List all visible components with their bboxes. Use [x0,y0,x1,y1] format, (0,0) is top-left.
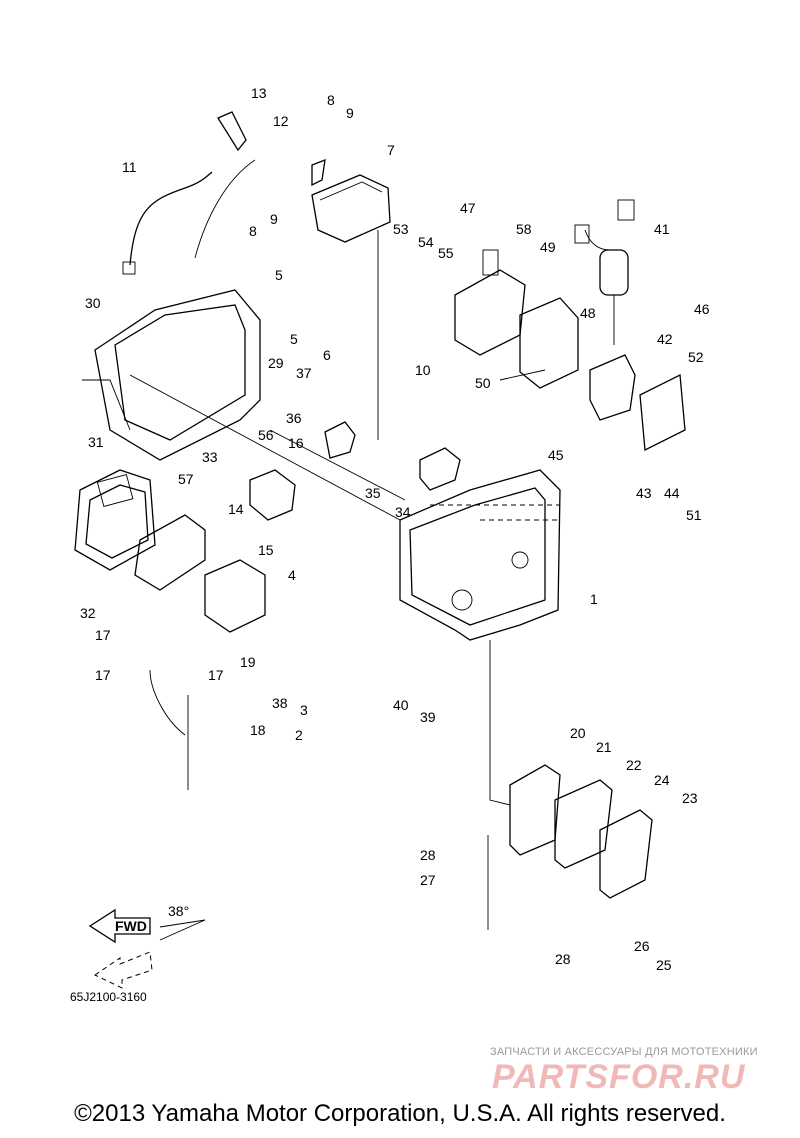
watermark-logo: PARTSFOR.RU [492,1058,746,1096]
part-34-sensor [419,447,461,491]
callout-24: 24 [654,772,670,788]
callout-11: 11 [122,159,137,175]
callout-1: 1 [590,591,598,607]
callout-17c: 17 [208,667,224,683]
callout-29: 29 [268,355,284,371]
callout-5b: 5 [290,331,298,347]
callout-33: 33 [202,449,218,465]
part-1-bracket [399,469,561,641]
callout-53: 53 [393,221,409,237]
callouts: 1 2 3 4 5 5 6 7 8 8 9 9 10 11 12 13 14 1… [80,85,710,973]
callout-30: 30 [85,295,101,311]
callout-31: 31 [88,434,104,450]
part-42-bracket [589,354,636,421]
document-code: 65J2100-3160 [70,990,147,1004]
callout-13: 13 [251,85,267,101]
callout-27: 27 [420,872,436,888]
part-36-sensor [324,421,356,459]
part-41-ignition-coil [574,199,635,345]
angle-label: 38° [168,903,189,919]
part-29-bracket [82,289,261,461]
callout-22: 22 [626,757,642,773]
callout-19: 19 [240,654,256,670]
callout-45: 45 [548,447,564,463]
callout-21: 21 [596,739,612,755]
fwd-indicator: FWD 38° [88,903,206,989]
callout-48: 48 [580,305,596,321]
callout-8a: 8 [327,92,335,108]
part-20-22-cdi [489,640,653,899]
callout-26: 26 [634,938,650,954]
callout-46: 46 [694,301,710,317]
callout-8b: 8 [249,223,257,239]
callout-41: 41 [654,221,670,237]
callout-37: 37 [296,365,312,381]
copyright-footer: ©2013 Yamaha Motor Corporation, U.S.A. A… [74,1100,726,1127]
callout-44: 44 [664,485,680,501]
watermark-tagline: ЗАПЧАСТИ И АКСЕССУАРЫ ДЛЯ МОТОТЕХНИКИ [490,1046,758,1058]
fwd-label: FWD [115,918,147,934]
callout-20: 20 [570,725,586,741]
callout-15: 15 [258,542,274,558]
callout-9a: 9 [346,105,354,121]
callout-34: 34 [395,504,411,520]
callout-55: 55 [438,245,454,261]
part-14-relay [249,469,296,521]
callout-38: 38 [272,695,288,711]
callout-17a: 17 [95,627,111,643]
callout-5a: 5 [275,267,283,283]
callout-2: 2 [295,727,303,743]
callout-28b: 28 [555,951,571,967]
part-11-cable [122,171,213,275]
callout-17b: 17 [95,667,111,683]
part-52-plate [639,373,686,452]
part-13-elbow [194,111,256,259]
callout-43: 43 [636,485,652,501]
leader-lines [129,230,560,930]
part-48-50-shield [499,297,579,389]
callout-56: 56 [258,427,274,443]
callout-54: 54 [418,234,434,250]
callout-42: 42 [657,331,673,347]
part-19-relay [204,559,266,633]
callout-4: 4 [288,567,296,583]
callout-10: 10 [415,362,431,378]
callout-9b: 9 [270,211,278,227]
callout-49: 49 [540,239,556,255]
callout-35: 35 [365,485,381,501]
part-47-housing [454,249,526,356]
callout-28a: 28 [420,847,436,863]
part-7-rectifier [311,158,391,243]
callout-14: 14 [228,501,244,517]
callout-32: 32 [80,605,96,621]
callout-36: 36 [286,410,302,426]
callout-6: 6 [323,347,331,363]
callout-12: 12 [273,113,289,129]
callout-50: 50 [475,375,491,391]
callout-52: 52 [688,349,704,365]
callout-25: 25 [656,957,672,973]
callout-58: 58 [516,221,532,237]
callout-7: 7 [387,142,395,158]
callout-40: 40 [393,697,409,713]
callout-3: 3 [300,702,308,718]
callout-18: 18 [250,722,266,738]
callout-57: 57 [178,471,194,487]
callout-39: 39 [420,709,436,725]
callout-47: 47 [460,200,476,216]
callout-51: 51 [686,507,702,523]
callout-23: 23 [682,790,698,806]
callout-16: 16 [288,435,304,451]
part-32-gasket [134,514,206,591]
part-31-cover [74,469,156,571]
